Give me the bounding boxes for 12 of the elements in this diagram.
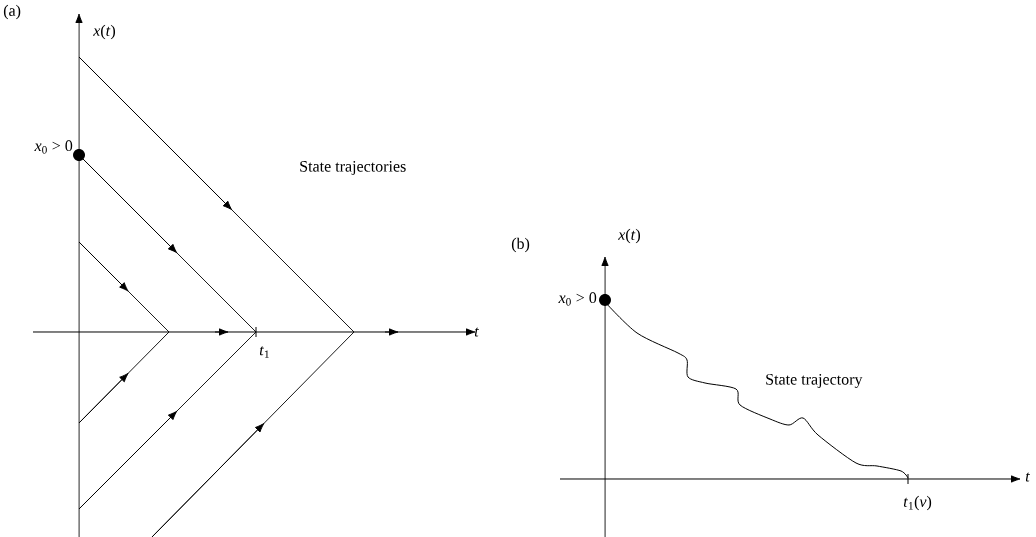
value-label: x$_{0}$ > 0 [34, 140, 73, 154]
panel-label: (a) [3, 4, 21, 20]
axis-label: t [1025, 472, 1030, 482]
panel-label: (b) [511, 237, 530, 253]
value-label: x$_{0}$ > 0 [558, 292, 597, 306]
tick-label: t$_{1}$(ν) [903, 495, 932, 511]
curve-label: State trajectories [300, 161, 406, 175]
axis-label: x(t) [618, 228, 641, 244]
axis-label: t [474, 327, 479, 337]
curve-label: State trajectory [766, 374, 863, 388]
tick-label: t$_{1}$ [259, 346, 269, 358]
axis-label: x(t) [93, 24, 116, 40]
